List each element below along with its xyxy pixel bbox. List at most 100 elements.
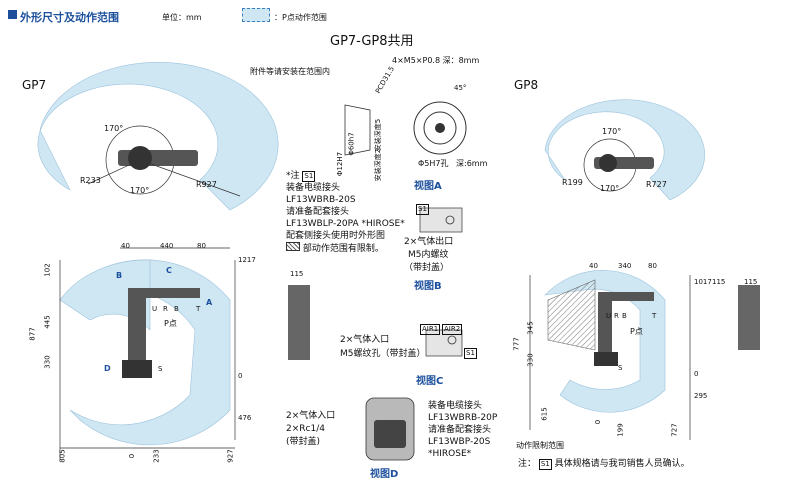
gp8-dim-199: 199 bbox=[616, 423, 625, 437]
gp8-axis-b: B bbox=[622, 312, 627, 320]
view-d-gas: 2×气体入口 bbox=[286, 411, 336, 421]
s1-note: *注 S1 装备电缆接头 LF13WBRB-20S 请准备配套接头 LF13WB… bbox=[286, 170, 405, 255]
gp7-side-forearm bbox=[130, 288, 200, 298]
s1-note-line5: 配套侧接头使用时外形图 bbox=[286, 231, 386, 241]
gp7-axis-u: U bbox=[152, 305, 158, 313]
view-c-thread: M5螺纹孔（带封盖） bbox=[340, 349, 426, 359]
gp7-dim-476: 476 bbox=[238, 414, 252, 422]
view-b-s1-badge: S1 bbox=[416, 204, 429, 215]
view-a-inner bbox=[423, 111, 457, 145]
view-b-thread: M5内螺纹 bbox=[408, 250, 449, 260]
gp7-top-base bbox=[128, 146, 152, 170]
gp7-dim-0-right: 0 bbox=[238, 372, 243, 380]
s1-note-line6: 部动作范围有限制。 bbox=[302, 244, 384, 254]
view-d-conn2: LF13WBRB-20P bbox=[428, 413, 498, 423]
view-b-box bbox=[419, 207, 463, 233]
gp8-angle-top: 170° bbox=[602, 127, 622, 136]
gp8-dim-0-bottom: 0 bbox=[594, 419, 603, 425]
gp7-side-range bbox=[59, 259, 231, 446]
view-a-hole: Φ5H7孔 bbox=[418, 159, 449, 168]
gp7-angle-bottom: 170° bbox=[130, 186, 150, 195]
gp7-side-arm bbox=[128, 288, 146, 378]
footer-s1-badge: S1 bbox=[538, 459, 552, 470]
view-c-gas: 2×气体入口 bbox=[340, 335, 390, 345]
view-b-cap: （带封盖） bbox=[404, 263, 450, 273]
view-a-hole-depth: 深:6mm bbox=[456, 159, 488, 168]
gp7-dim-440: 440 bbox=[160, 242, 174, 250]
gp8-side-forearm bbox=[600, 292, 654, 301]
gp7-dim-877: 877 bbox=[28, 327, 37, 341]
header-square-icon bbox=[8, 10, 17, 19]
gp8-dim-80: 80 bbox=[648, 262, 657, 270]
s1-note-line3: 请准备配套接头 bbox=[286, 207, 350, 217]
gp8-dim-345: 345 bbox=[526, 321, 535, 335]
gp7-axis-c: C bbox=[166, 266, 172, 275]
unit-label: 单位：mm bbox=[162, 13, 202, 22]
s1-note-line2: LF13WBRB-20S bbox=[286, 195, 356, 205]
gp7-axis-s: S bbox=[158, 365, 163, 373]
view-a-depth5: 安装深度5 bbox=[374, 118, 383, 152]
gp7-label: GP7 bbox=[22, 78, 47, 92]
gp8-limit-hatch bbox=[547, 279, 596, 351]
gp7-side-dim-115: 115 bbox=[290, 270, 304, 278]
view-d-rc: 2×Rc1/4 bbox=[286, 424, 325, 434]
gp8-axis-s: S bbox=[618, 364, 623, 372]
gp7-top-range bbox=[37, 62, 279, 211]
gp7-side-profile bbox=[288, 285, 310, 360]
gp8-top-range bbox=[544, 99, 705, 201]
gp7-axis-r: R bbox=[163, 305, 168, 313]
view-a-label: 视图A bbox=[414, 181, 442, 192]
view-d-conn: 装备电缆接头 bbox=[428, 401, 483, 411]
gp7-r-inner-line bbox=[87, 159, 141, 185]
gp8-dim-727: 727 bbox=[670, 423, 679, 437]
gp8-side-arm bbox=[598, 292, 612, 362]
view-d-match2: LF13WBP-20S bbox=[428, 437, 491, 447]
gp7-r-inner: R233 bbox=[80, 176, 101, 185]
gp8-axis-r: R bbox=[614, 312, 619, 320]
gp7-side-base bbox=[122, 360, 152, 378]
view-b-gas: 2×气体出口 bbox=[404, 237, 454, 247]
gp8-axis-t: T bbox=[652, 312, 657, 320]
gp8-r-outer: R727 bbox=[646, 180, 667, 189]
footer-note-text: 具体规格请与我司销售人员确认。 bbox=[554, 459, 690, 469]
gp7-axis-a: A bbox=[206, 298, 213, 307]
gp8-angle-bottom: 170° bbox=[600, 184, 620, 193]
view-c-air2-badge: AIR2 bbox=[442, 324, 463, 335]
view-c-air1-badge: AIR1 bbox=[420, 324, 441, 335]
gp7-dim-102: 102 bbox=[43, 263, 52, 277]
gp7-dim-805: 805 bbox=[58, 449, 67, 463]
gp8-axis-u: U bbox=[606, 312, 612, 320]
s1-note-prefix: *注 bbox=[286, 171, 300, 181]
legend-text: ：P点动作范围 bbox=[274, 13, 327, 22]
gp8-side-profile bbox=[738, 285, 760, 350]
gp8-top-base bbox=[599, 154, 617, 172]
legend-swatch bbox=[242, 8, 270, 22]
gp8-side-base bbox=[594, 352, 618, 366]
gp8-p-point: P点 bbox=[630, 327, 643, 336]
gp8-side-range bbox=[544, 270, 666, 413]
gp7-r-outer: R927 bbox=[196, 180, 217, 189]
gp8-dim-330: 330 bbox=[526, 353, 535, 367]
gp8-dim-340: 340 bbox=[618, 262, 632, 270]
view-d-match: 请准备配套接头 bbox=[428, 425, 492, 435]
view-d-hirose: *HIROSE* bbox=[428, 449, 472, 459]
gp8-dim-0-right: 0 bbox=[694, 370, 699, 378]
gp8-dim-295: 295 bbox=[694, 392, 708, 400]
gp7-dim-330: 330 bbox=[43, 355, 52, 369]
gp7-angle-top: 170° bbox=[104, 124, 124, 133]
gp7-dim-1217: 1217 bbox=[238, 256, 256, 264]
view-d-label: 视图D bbox=[370, 469, 399, 480]
view-c-air1: AIR1 bbox=[420, 316, 441, 335]
view-a-center bbox=[435, 123, 445, 133]
view-d-cap: (带封盖) bbox=[286, 437, 321, 447]
view-a-install-note: 附件等请安装在范围内 bbox=[250, 67, 330, 76]
footer-note: 注： S1 具体规格请与我司销售人员确认。 bbox=[518, 458, 690, 470]
gp8-label: GP8 bbox=[514, 78, 539, 92]
s1-badge: S1 bbox=[302, 171, 316, 182]
view-a-thread: 4×M5×P0.8 深：8mm bbox=[392, 56, 480, 65]
view-c-air2: AIR2 bbox=[442, 316, 463, 335]
gp7-r-outer-line bbox=[139, 159, 241, 197]
gp7-dim-0-bottom: 0 bbox=[128, 453, 137, 459]
gp7-p-point: P点 bbox=[164, 319, 177, 328]
gp8-limit-label: 动作限制范围 bbox=[516, 441, 564, 450]
